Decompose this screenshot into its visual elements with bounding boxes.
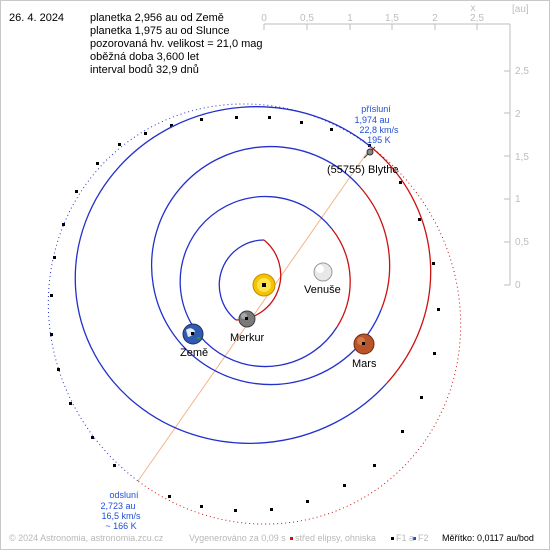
perihelion-title: přísluní [361, 104, 391, 114]
footer-scale: Měřítko: 0,0117 au/bod [442, 533, 534, 543]
x-tick-0-5: 0,5 [300, 13, 314, 24]
earth-orbit-red-arc [359, 186, 391, 311]
legend-center-marker [290, 537, 293, 540]
venus-planet-icon [313, 262, 333, 282]
legend-f2-marker [413, 537, 416, 540]
venus-orbit-blue-arc [179, 195, 338, 368]
footer-legend-center: střed elipsy, ohniska [295, 533, 376, 543]
date-label: 26. 4. 2024 [9, 12, 65, 24]
perihelion-speed: 22,8 km/s [359, 125, 399, 135]
info-period: oběžná doba 3,600 let [90, 51, 199, 63]
footer-legend-f2: F2 [418, 533, 429, 543]
sun-icon [252, 273, 276, 297]
mars-label: Mars [352, 358, 377, 370]
info-distance-sun: planetka 1,975 au od Slunce [90, 25, 230, 37]
y-tick-0: 0 [515, 280, 521, 291]
x-tick-1-5: 1,5 [385, 13, 399, 24]
info-distance-earth: planetka 2,956 au od Země [90, 12, 224, 24]
footer-legend-f1: F1 a [396, 533, 415, 543]
earth-planet-icon [182, 323, 204, 345]
aphelion-speed: 16,5 km/s [101, 511, 141, 521]
asteroid-label: (55755) Blythe [327, 164, 399, 176]
aphelion-title: odsluní [109, 490, 139, 500]
asteroid-marker-icon [363, 146, 376, 159]
mars-planet-icon [353, 333, 375, 355]
x-tick-0: 0 [261, 13, 267, 24]
mercury-orbit-blue-arc [218, 239, 265, 321]
x-tick-2-5: 2,5 [470, 13, 484, 24]
y-tick-1: 1 [515, 194, 521, 205]
info-interval: interval bodů 32,9 dnů [90, 64, 199, 76]
x-tick-1: 1 [347, 13, 353, 24]
unit-label: [au] [512, 4, 529, 15]
mercury-planet-icon [238, 310, 256, 328]
info-magnitude: pozorovaná hv. velikost = 21,0 mag [90, 38, 263, 50]
mars-orbit-red-arc [370, 146, 432, 384]
mercury-label: Merkur [230, 332, 265, 344]
legend-f1-marker [391, 537, 394, 540]
perihelion-distance: 1,974 au [354, 115, 389, 125]
venus-orbit-red-arc [331, 228, 351, 328]
x-tick-2: 2 [432, 13, 438, 24]
x-axis-label: x [471, 3, 476, 14]
y-tick-0-5: 0,5 [515, 237, 529, 248]
scale-axes [263, 23, 511, 286]
footer-copyright: © 2024 Astronomia, astronomia.zcu.cz [9, 533, 164, 543]
earth-label: Země [180, 347, 208, 359]
perihelion-temperature: ~ 195 K [359, 135, 390, 145]
y-tick-1-5: 1,5 [515, 152, 529, 163]
y-tick-2-5: 2,5 [515, 66, 529, 77]
mars-orbit-blue-arc [74, 106, 388, 444]
y-tick-2: 2 [515, 109, 521, 120]
earth-orbit-blue-arc [150, 145, 382, 386]
aphelion-temperature: ~ 166 K [105, 521, 136, 531]
aphelion-distance: 2,723 au [100, 501, 135, 511]
apsis-line [137, 146, 372, 482]
footer-generated: Vygenerováno za 0,09 s [189, 533, 286, 543]
venus-label: Venuše [304, 284, 341, 296]
